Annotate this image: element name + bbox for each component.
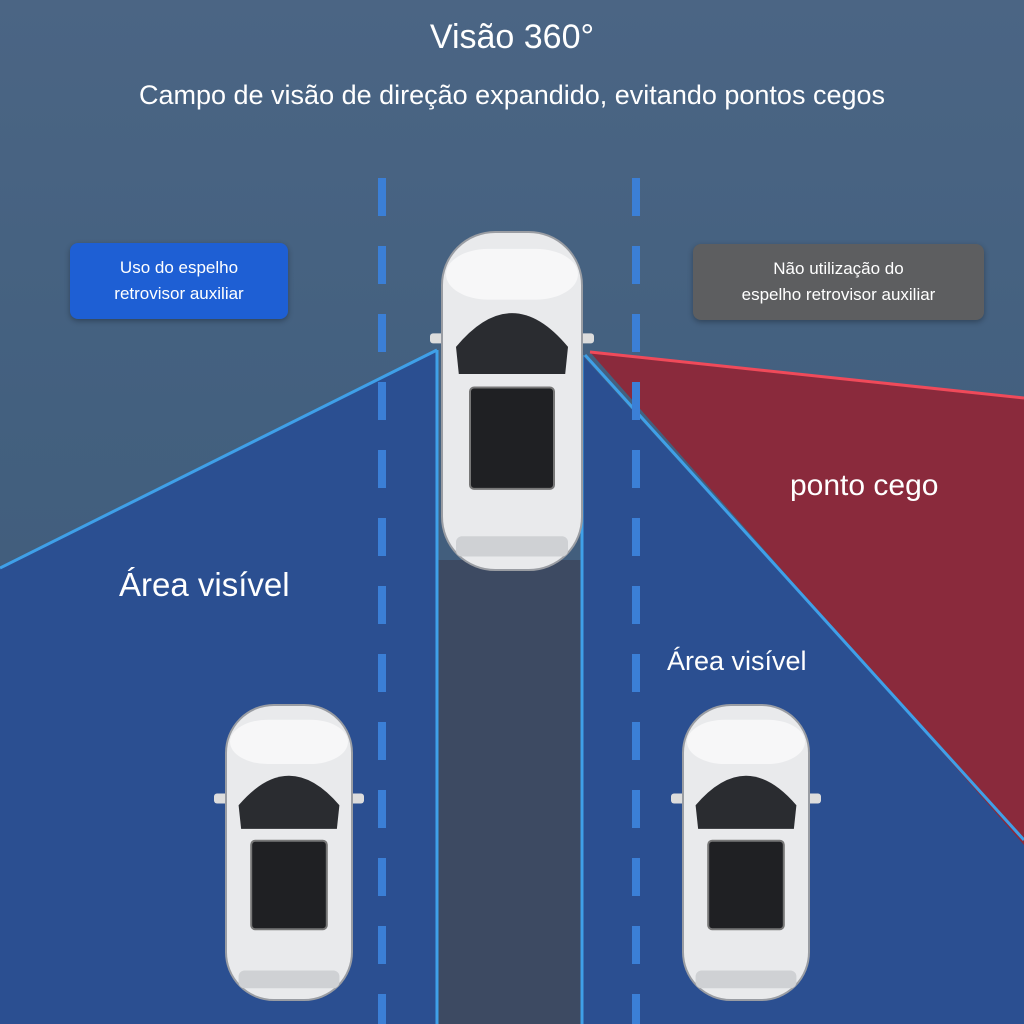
lane-dash: [632, 926, 640, 964]
lane-dash: [632, 450, 640, 488]
lane-dash: [378, 518, 386, 556]
with-mirror-badge: Uso do espelho retrovisor auxiliar: [70, 243, 288, 319]
lane-dash: [378, 926, 386, 964]
lane-dash: [632, 586, 640, 624]
badge-line: retrovisor auxiliar: [114, 284, 244, 303]
lane-dash: [378, 382, 386, 420]
without-mirror-badge: Não utilização do espelho retrovisor aux…: [693, 244, 984, 320]
lane-dash: [632, 178, 640, 216]
lane-dash: [632, 246, 640, 284]
badge-line: Não utilização do: [773, 259, 904, 278]
center-lane: [437, 560, 582, 1024]
lane-dash: [632, 722, 640, 760]
visible-area-left: [0, 350, 437, 1024]
visible-area-left-label: Área visível: [119, 566, 290, 603]
blind-spot-label: ponto cego: [790, 469, 939, 502]
lane-dash: [632, 382, 640, 420]
lane-dash: [378, 654, 386, 692]
car-icon: [671, 704, 821, 1001]
car-icon: [214, 704, 364, 1001]
blind-spot-top-edge: [589, 350, 1024, 400]
lane-dash: [632, 790, 640, 828]
lane-dash: [632, 858, 640, 896]
lane-dash: [378, 858, 386, 896]
lane-dash: [378, 450, 386, 488]
page-title: Visão 360°: [429, 18, 595, 56]
car-icon: [430, 231, 594, 571]
lane-dash: [632, 654, 640, 692]
visible-area-left-edge: [0, 348, 438, 570]
badge-line: Uso do espelho: [119, 258, 239, 277]
page-subtitle: Campo de visão de direção expandido, evi…: [138, 80, 885, 110]
lane-dash: [378, 178, 386, 216]
badge-line: espelho retrovisor auxiliar: [741, 285, 936, 304]
visible-area-right-edge: [583, 353, 1024, 842]
visible-area-right-label: Área visível: [667, 646, 807, 676]
lane-dash: [378, 586, 386, 624]
lane-markings: [378, 178, 640, 1024]
lane-dash: [378, 994, 386, 1024]
lane-dash: [378, 246, 386, 284]
lane-dash: [632, 994, 640, 1024]
lane-dash: [378, 722, 386, 760]
lane-dash: [378, 314, 386, 352]
lane-dash: [632, 518, 640, 556]
lane-dash: [632, 314, 640, 352]
lane-dash: [378, 790, 386, 828]
